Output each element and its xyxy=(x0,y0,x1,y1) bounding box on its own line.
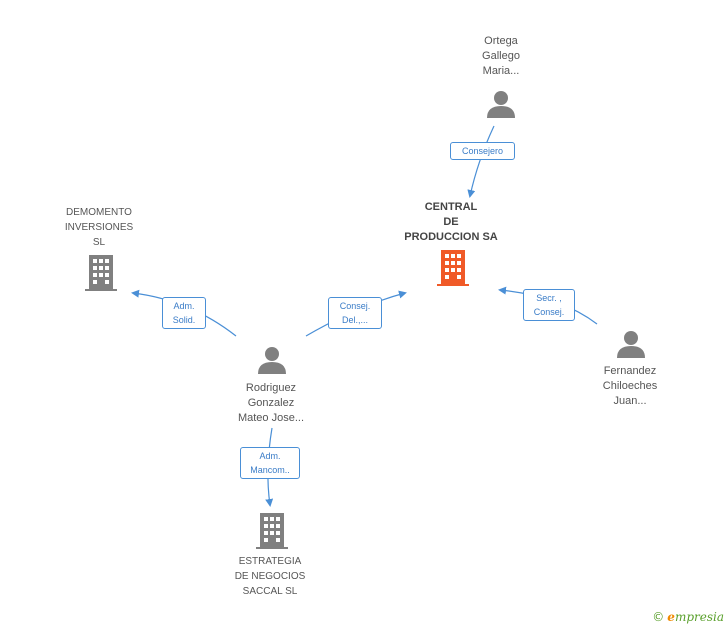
building-icon[interactable] xyxy=(85,255,117,291)
node-ortega-line-3: Maria... xyxy=(482,65,520,77)
relation-label-line: Adm. xyxy=(173,301,195,311)
person-icon[interactable] xyxy=(486,90,516,118)
node-central-line-3: PRODUCCION SA xyxy=(404,231,498,243)
node-central-line-1: CENTRAL xyxy=(424,201,478,213)
relation-label-line: Consejero xyxy=(461,146,504,156)
node-rodriguez[interactable]: Rodriguez Gonzalez Mateo Jose... xyxy=(226,381,316,426)
node-rodriguez-line-2: Gonzalez xyxy=(247,397,295,409)
building-icon[interactable] xyxy=(256,513,288,549)
brand-initial: e xyxy=(667,610,675,624)
node-demomento-line-1: DEMOMENTO xyxy=(66,207,132,218)
relation-label-consejero[interactable]: Consejero xyxy=(450,142,515,160)
person-icon[interactable] xyxy=(257,346,287,374)
relation-label-line: Consej. xyxy=(533,307,565,317)
copyright-symbol: © xyxy=(652,610,665,624)
node-ortega-label: Ortega Gallego Maria... xyxy=(466,34,536,79)
node-rodriguez-label: Rodriguez Gonzalez Mateo Jose... xyxy=(226,381,316,426)
node-estrategia-line-3: SACCAL SL xyxy=(242,586,298,597)
relation-label-line: Consej. xyxy=(339,301,371,311)
node-ortega-line-1: Ortega xyxy=(484,35,518,47)
node-fernandez-line-3: Juan... xyxy=(613,395,647,407)
node-fernandez-line-1: Fernandez xyxy=(603,365,657,377)
node-rodriguez-line-3: Mateo Jose... xyxy=(237,412,305,424)
node-estrategia-line-1: ESTRATEGIA xyxy=(238,556,302,567)
relation-label-line: Mancom.. xyxy=(250,465,290,475)
relation-label-line: Adm. xyxy=(259,451,281,461)
relation-label-adm-solid[interactable]: Adm. Solid. xyxy=(162,297,206,329)
empresia-logo[interactable]: ©empresia xyxy=(652,610,724,624)
node-demomento-label: DEMOMENTO INVERSIONES SL xyxy=(53,205,145,250)
node-estrategia-label: ESTRATEGIA DE NEGOCIOS SACCAL SL xyxy=(222,554,318,599)
node-demomento-line-3: SL xyxy=(92,237,106,248)
node-demomento[interactable]: DEMOMENTO INVERSIONES SL xyxy=(53,205,145,250)
node-ortega[interactable]: Ortega Gallego Maria... xyxy=(466,34,536,79)
node-estrategia-line-2: DE NEGOCIOS xyxy=(234,571,306,582)
node-fernandez[interactable]: Fernandez Chiloeches Juan... xyxy=(588,364,672,409)
relation-label-adm-mancom[interactable]: Adm. Mancom.. xyxy=(240,447,300,479)
relation-label-line: Del.,... xyxy=(341,315,368,325)
node-demomento-line-2: INVERSIONES xyxy=(64,222,134,233)
brand-name: mpresia xyxy=(674,610,724,624)
node-fernandez-line-2: Chiloeches xyxy=(602,380,658,392)
node-fernandez-label: Fernandez Chiloeches Juan... xyxy=(588,364,672,409)
node-central[interactable]: CENTRAL DE PRODUCCION SA xyxy=(396,200,506,245)
node-central-label: CENTRAL DE PRODUCCION SA xyxy=(396,200,506,245)
node-central-line-2: DE xyxy=(443,216,459,228)
relation-label-secr-consej[interactable]: Secr. , Consej. xyxy=(523,289,575,321)
node-estrategia[interactable]: ESTRATEGIA DE NEGOCIOS SACCAL SL xyxy=(222,554,318,599)
edge-ortega-central xyxy=(467,125,495,198)
node-rodriguez-line-1: Rodriguez xyxy=(245,382,297,394)
building-icon[interactable] xyxy=(437,250,469,286)
relation-label-line: Solid. xyxy=(172,315,196,325)
person-icon[interactable] xyxy=(616,330,646,358)
relation-label-line: Secr. , xyxy=(536,293,562,303)
relation-label-consej-del[interactable]: Consej. Del.,... xyxy=(328,297,382,329)
node-ortega-line-2: Gallego xyxy=(482,50,520,62)
